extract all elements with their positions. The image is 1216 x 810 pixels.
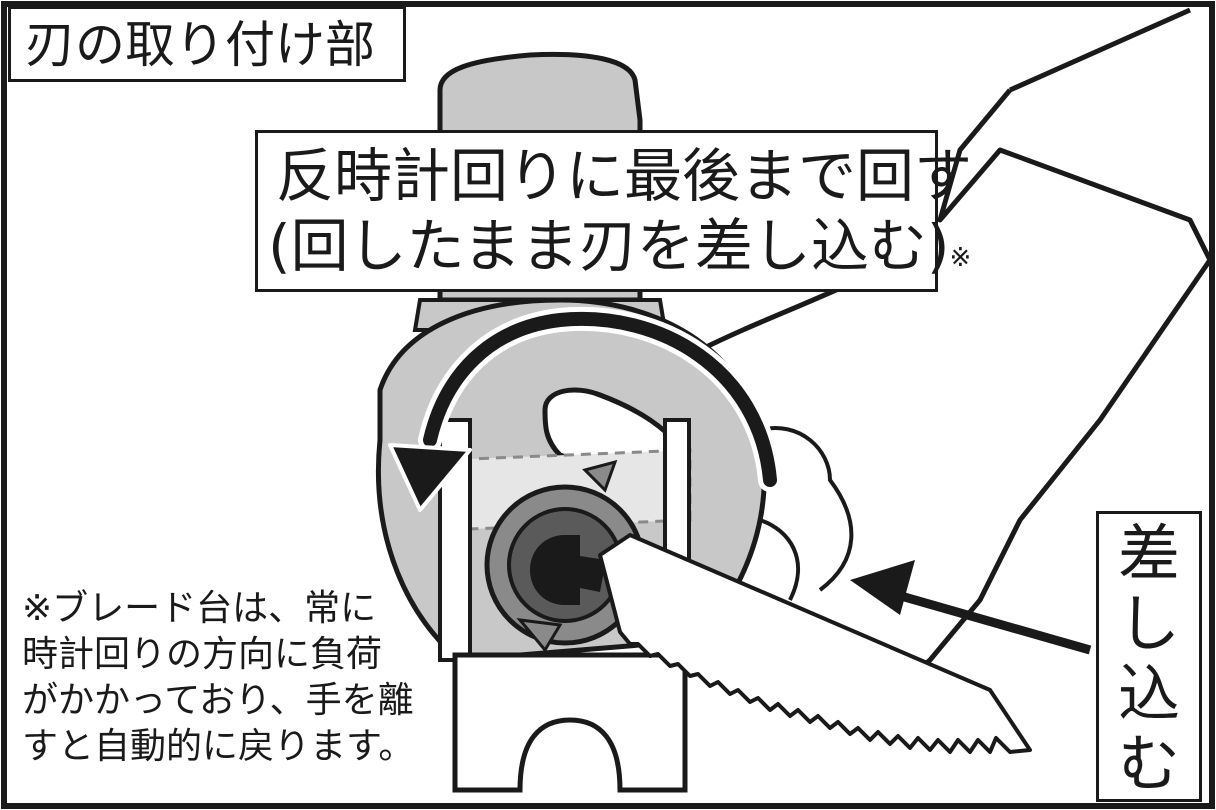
blade-slot xyxy=(530,535,606,605)
insert-label-char: し xyxy=(1117,587,1180,660)
insert-label-box: 差 し 込 む xyxy=(1096,511,1202,802)
hand-outline xyxy=(759,426,854,601)
insert-arrowhead xyxy=(850,560,915,615)
page-title: 刃の取り付け部 xyxy=(25,16,375,74)
collar-lower-tab xyxy=(516,618,563,653)
note-text: ※ブレード台は、常に 時計回りの方向に負荷 がかかっており、手を離 すと自動的に… xyxy=(22,586,422,770)
saw-blade xyxy=(598,533,1032,754)
insert-label-char: む xyxy=(1117,727,1180,800)
note-line: がかかっており、手を離 xyxy=(22,680,414,721)
note-line: すと自動的に戻ります。 xyxy=(22,726,415,767)
insert-label-char: 差 xyxy=(1117,517,1180,590)
instruction-note-mark: ※ xyxy=(949,243,972,273)
insert-arrow-line xyxy=(878,585,1092,655)
instruction-box: 反時計回りに最後まで回す (回したまま刃を差し込む)※ xyxy=(255,130,972,292)
title-box: 刃の取り付け部 xyxy=(8,6,406,82)
rotation-arrowhead xyxy=(388,443,472,512)
instruction-line-2: (回したまま刃を差し込む)※ xyxy=(268,213,971,291)
collar-arrow-tab xyxy=(582,459,618,493)
insert-label-char: 込 xyxy=(1117,657,1180,730)
lower-clamp xyxy=(452,652,688,793)
note-line: ※ブレード台は、常に xyxy=(22,588,377,629)
instruction-line-1: 反時計回りに最後まで回す xyxy=(276,142,973,210)
holder-notch xyxy=(542,387,690,473)
tool-body-outline xyxy=(878,7,1213,707)
rotation-arrow-line xyxy=(423,312,777,487)
note-line: 時計回りの方向に負荷 xyxy=(22,634,383,675)
instruction-line-2-text: (回したまま刃を差し込む) xyxy=(268,212,950,280)
